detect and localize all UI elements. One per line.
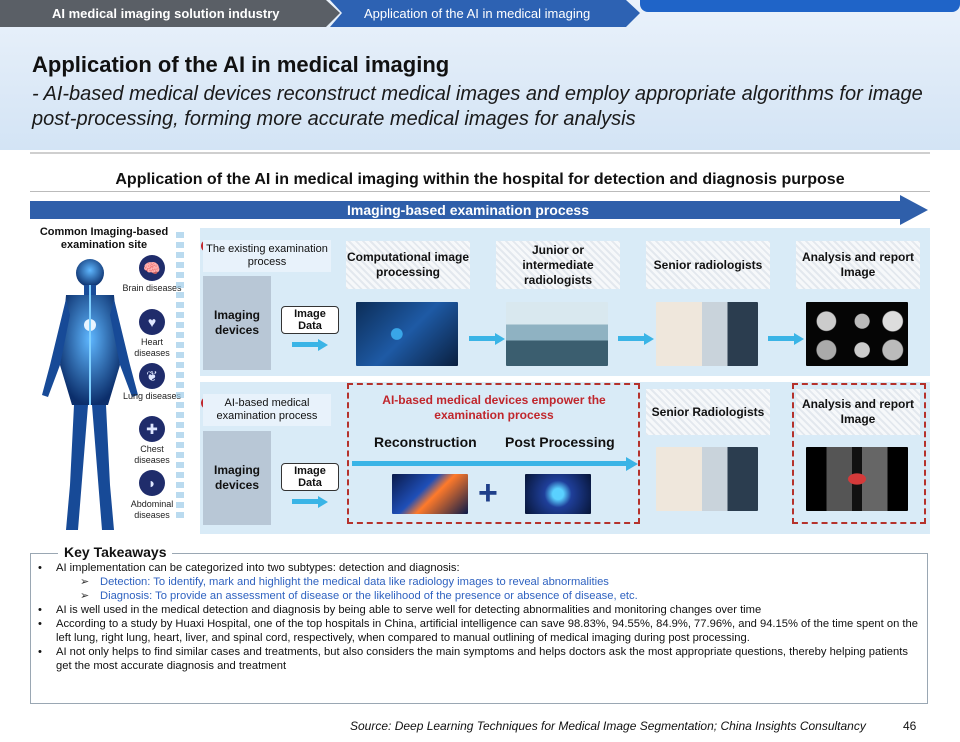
site-label-abdominal: Abdominal diseases [130,499,174,520]
key-takeaways-box [30,553,928,704]
takeaway-text: AI implementation can be categorized int… [56,562,460,574]
image-data-1: Image Data [281,306,339,334]
ai-empower-box [347,383,640,524]
top-accent-bar [640,0,960,12]
ai-empower-heading: AI-based medical devices empower the exa… [382,393,606,422]
imaging-devices-2: Imaging devices [203,431,271,525]
senior-radiologist-image-ai [656,447,758,511]
post-processing-label: Post Processing [505,434,615,450]
page-number: 46 [903,719,917,733]
key-takeaways-list: •AI implementation can be categorized in… [38,561,922,673]
junior-radiologist-image [506,302,608,366]
step-junior-radiologists: Junior or intermediate radiologists [496,241,620,289]
flow-arrow [292,339,330,351]
takeaway-item: •AI is well used in the medical detectio… [38,604,762,616]
process-arrow-head [900,195,928,225]
decorative-stripes [176,232,184,522]
section-title: Application of the AI in medical imaging… [115,171,845,188]
page-title: Application of the AI in medical imaging [32,52,450,77]
human-body-figure [42,259,138,530]
section-rule [30,191,930,192]
site-label-brain: Brain diseases [122,283,182,293]
takeaway-text: AI is well used in the medical detection… [56,604,762,616]
diagnosis-text: Diagnosis: To provide an assessment of d… [100,590,638,602]
existing-process-label: The existing examination process [203,240,331,272]
flow-arrow [618,333,656,345]
site-label-lung: Lung diseases [122,391,182,401]
source-note: Source: Deep Learning Techniques for Med… [350,719,866,733]
takeaway-item: •AI not only helps to find similar cases… [38,645,922,673]
chest-icon: ✚ [139,416,165,442]
flow-arrow [469,333,507,345]
reconstruction-label: Reconstruction [374,434,477,450]
ai-flow-arrow [352,457,640,471]
step-analysis-report-ai: Analysis and report Image [796,389,920,435]
takeaway-subitem: ➢Detection: To identify, mark and highli… [80,576,609,588]
flow-arrow [768,333,806,345]
step-senior-radiologists-ai: Senior Radiologists [646,389,770,435]
takeaway-text: AI not only helps to find similar cases … [56,646,908,672]
brain-icon: 🧠 [139,255,165,281]
step-senior-radiologists: Senior radiologists [646,241,770,289]
plus-icon: + [478,474,498,512]
ct-body-scan-image [806,447,908,511]
takeaway-item: •According to a study by Huaxi Hospital,… [38,617,922,645]
header-divider [30,152,930,154]
step-computational-processing: Computational image processing [346,241,470,289]
post-processing-image [525,474,591,514]
takeaway-subitem: ➢Diagnosis: To provide an assessment of … [80,590,638,602]
lung-icon: ❦ [139,363,165,389]
process-arrow-shaft [30,201,906,219]
step-analysis-report: Analysis and report Image [796,241,920,289]
process-arrow: Imaging-based examination process [30,195,928,225]
ai-process-label: AI-based medical examination process [203,394,331,426]
computational-processing-image [356,302,458,366]
breadcrumb-current[interactable]: Application of the AI in medical imaging [330,0,640,27]
ct-scan-image [806,302,908,366]
exam-site-title: Common Imaging-based examination site [39,226,169,251]
abdomen-icon: ◗ [139,470,165,496]
flow-arrow [292,496,330,508]
page-subtitle: - AI-based medical devices reconstruct m… [32,83,923,130]
key-takeaways-title: Key Takeaways [58,544,173,560]
process-arrow-label: Imaging-based examination process [347,202,589,218]
takeaway-item: •AI implementation can be categorized in… [38,562,460,574]
site-label-heart: Heart diseases [134,337,170,358]
breadcrumb-section[interactable]: AI medical imaging solution industry [0,0,340,27]
site-label-chest: Chest diseases [134,444,170,465]
senior-radiologist-image [656,302,758,366]
analysis-report-box [792,383,926,524]
detection-text: Detection: To identify, mark and highlig… [100,576,609,588]
takeaway-text: According to a study by Huaxi Hospital, … [56,618,918,644]
image-data-2: Image Data [281,463,339,491]
reconstruction-image [392,474,468,514]
imaging-devices-1: Imaging devices [203,276,271,370]
heart-icon: ♥ [139,309,165,335]
